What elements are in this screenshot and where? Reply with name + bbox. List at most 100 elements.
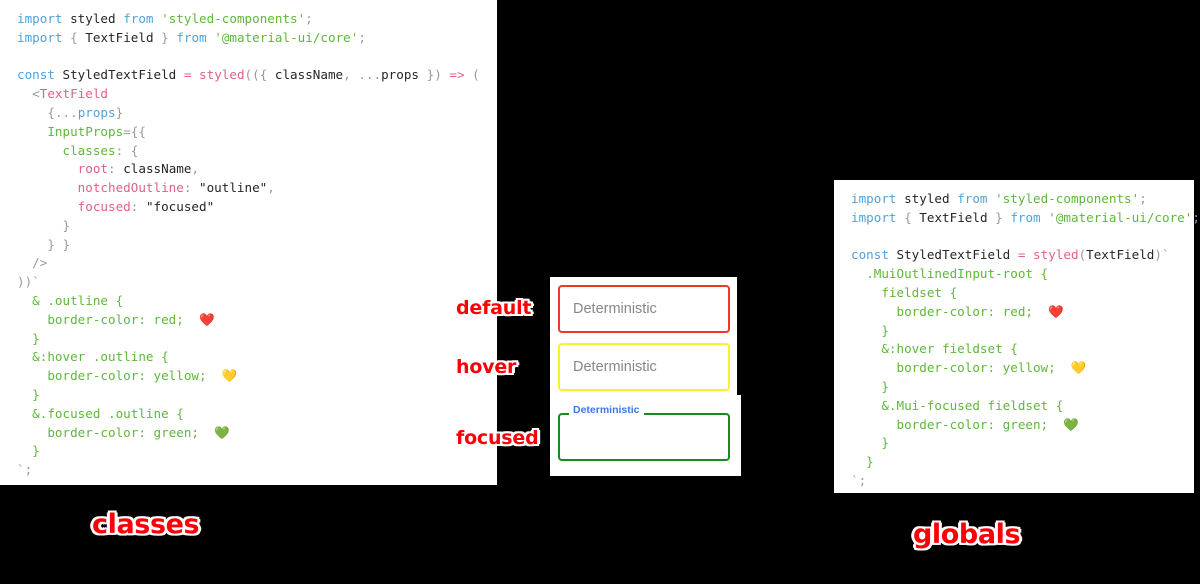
code-token: } xyxy=(881,435,889,451)
code-line: const StyledTextField = styled(({ classN… xyxy=(17,66,497,85)
code-token: } xyxy=(426,67,435,83)
textfield-default[interactable]: Deterministic xyxy=(558,285,730,333)
code-token: classes xyxy=(62,142,116,158)
code-line: root: className, xyxy=(17,160,497,179)
code-token: , xyxy=(267,180,275,196)
code-token: ) xyxy=(1154,247,1162,263)
code-line: &.Mui-focused fieldset { xyxy=(851,397,1194,416)
code-token: ( xyxy=(1078,247,1087,263)
code-token xyxy=(63,30,71,45)
code-line: focused: "focused" xyxy=(17,198,497,217)
code-token xyxy=(851,398,881,413)
code-line: } xyxy=(851,378,1194,397)
code-token xyxy=(17,443,32,458)
code-token xyxy=(184,312,199,327)
code-line: border-color: yellow; 💛 xyxy=(851,359,1194,378)
code-token xyxy=(176,67,184,82)
code-token: border-color: green; xyxy=(896,416,1049,432)
textfield-hover-placeholder: Deterministic xyxy=(573,359,657,375)
code-line: } } xyxy=(17,236,497,255)
code-token xyxy=(1048,417,1063,432)
textfield-hover[interactable]: Deterministic xyxy=(558,343,730,391)
code-token: className xyxy=(123,161,192,177)
code-token: fieldset { xyxy=(881,284,958,300)
textfield-focused[interactable] xyxy=(558,413,730,461)
code-token xyxy=(17,425,47,440)
code-line: notchedOutline: "outline", xyxy=(17,179,497,198)
code-line: } xyxy=(17,386,497,405)
code-token: ❤️ xyxy=(1048,303,1064,319)
code-line xyxy=(851,228,1194,247)
code-token xyxy=(17,368,47,383)
code-token xyxy=(17,387,32,402)
code-token: (( xyxy=(244,67,260,83)
code-token: '@material-ui/core' xyxy=(214,29,359,45)
code-token: )) xyxy=(17,274,33,290)
code-line: &:hover .outline { xyxy=(17,348,497,367)
code-line: border-color: green; 💚 xyxy=(17,424,497,443)
code-token: { xyxy=(47,104,55,120)
code-line: } xyxy=(851,434,1194,453)
code-token: .MuiOutlinedInput-root { xyxy=(866,266,1049,282)
code-line: import { TextField } from '@material-ui/… xyxy=(851,209,1200,228)
code-token xyxy=(897,210,905,225)
code-token: border-color: green; xyxy=(47,424,199,440)
code-token: const xyxy=(17,67,55,83)
code-token xyxy=(851,360,897,375)
code-token: ( xyxy=(472,67,480,83)
code-token: { xyxy=(259,67,268,83)
code-line: &.focused .outline { xyxy=(17,405,497,424)
code-token: '@material-ui/core' xyxy=(1048,209,1193,225)
caption-globals: globals xyxy=(913,519,1021,550)
code-token: styled xyxy=(1033,247,1079,263)
code-line: import styled from 'styled-components'; xyxy=(17,10,497,29)
code-token: & .outline { xyxy=(32,292,124,308)
code-token: import xyxy=(851,191,897,206)
code-token: = xyxy=(123,123,131,139)
code-token: 💚 xyxy=(1063,416,1079,432)
code-line: } xyxy=(17,330,497,349)
code-token: const xyxy=(851,247,889,263)
code-token xyxy=(988,191,996,206)
code-token xyxy=(17,406,32,421)
code-token: from xyxy=(123,11,154,26)
code-token: ` xyxy=(32,274,40,290)
code-token: notchedOutline xyxy=(77,180,184,196)
annotation-hover: hover xyxy=(456,356,517,378)
code-line: {...props} xyxy=(17,104,497,123)
code-token: : xyxy=(115,142,124,158)
code-token: : xyxy=(108,161,116,177)
code-token: InputProps xyxy=(47,123,124,139)
code-token: 💚 xyxy=(214,424,230,440)
code-token: StyledTextField xyxy=(62,67,177,83)
code-line: & .outline { xyxy=(17,292,497,311)
code-token xyxy=(267,67,275,82)
code-line: &:hover fieldset { xyxy=(851,340,1194,359)
code-token: ❤️ xyxy=(199,311,215,327)
code-line: border-color: green; 💚 xyxy=(851,416,1194,435)
code-line: .MuiOutlinedInput-root { xyxy=(851,265,1194,284)
code-token xyxy=(207,368,222,383)
code-token: ) xyxy=(434,67,442,83)
code-token: {{ xyxy=(130,123,146,139)
code-token: focused xyxy=(77,198,131,214)
code-token: ... xyxy=(54,104,78,120)
code-token xyxy=(17,237,47,252)
code-line: <TextField xyxy=(17,85,497,104)
code-token xyxy=(897,191,905,206)
code-token: } xyxy=(32,386,40,402)
code-token: ... xyxy=(358,67,382,83)
code-token xyxy=(17,312,47,327)
code-token xyxy=(138,199,146,214)
annotation-default: default xyxy=(456,297,532,319)
code-token: } xyxy=(881,378,889,394)
code-token: : xyxy=(183,180,192,196)
code-token xyxy=(851,435,881,450)
code-token xyxy=(1033,304,1048,319)
textfield-focused-label: Deterministic xyxy=(569,404,644,416)
code-token: } xyxy=(881,322,889,338)
code-token xyxy=(55,67,63,82)
code-token xyxy=(17,143,63,158)
code-token: styled xyxy=(904,191,950,206)
code-token xyxy=(17,124,47,139)
